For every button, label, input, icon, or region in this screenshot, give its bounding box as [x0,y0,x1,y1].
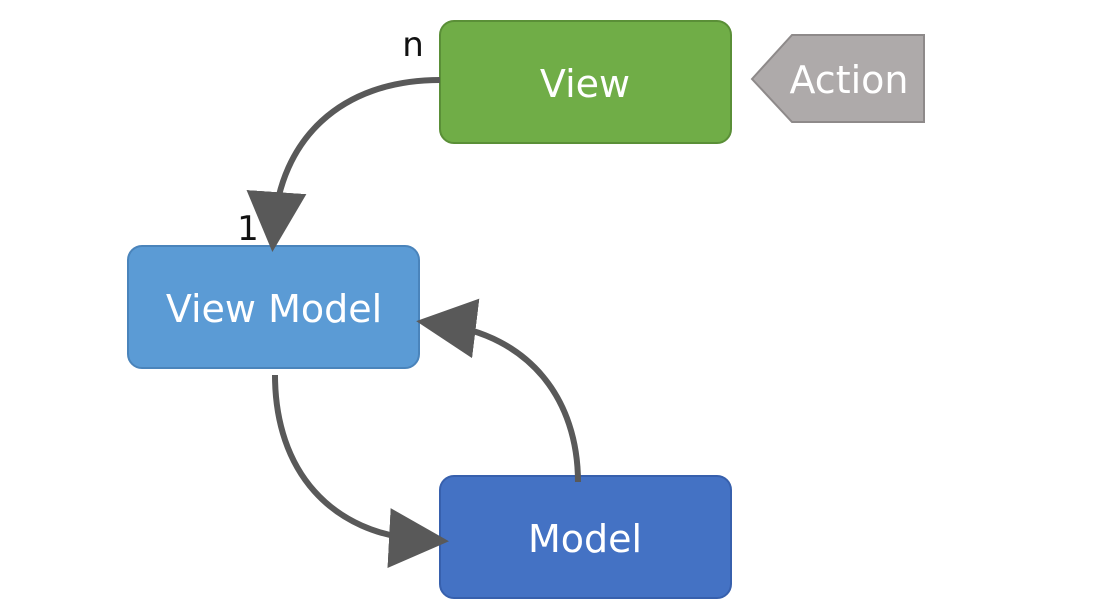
multiplicity-view-model-end: 1 [237,209,259,249]
model-label: Model [528,517,642,561]
view-model-label: View Model [166,287,382,331]
action-label: Action [789,58,908,102]
arrow-view-model-to-model [272,374,449,569]
arrow-view-to-view-model [246,77,441,252]
arrow-model-to-view-model [416,298,581,483]
view-node[interactable]: View [439,20,732,144]
view-model-node[interactable]: View Model [127,245,420,369]
action-shape [750,34,925,123]
multiplicity-view-end: n [402,25,424,65]
model-node[interactable]: Model [439,475,732,599]
view-label: View [540,62,630,106]
action-node[interactable]: Action [750,34,925,123]
